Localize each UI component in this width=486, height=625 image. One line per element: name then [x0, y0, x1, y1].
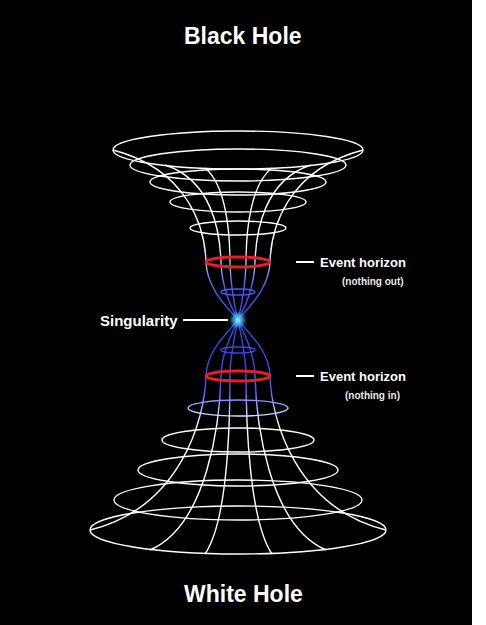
diagram-caption: White Hole	[184, 581, 303, 608]
event-horizon-label: Event horizon	[320, 255, 406, 270]
note-label: (nothing out)	[342, 276, 404, 287]
event-horizon-label: Event horizon	[320, 369, 406, 384]
note-label: (nothing in)	[345, 390, 400, 401]
singularity-label: Singularity	[100, 312, 178, 329]
diagram-title: Black Hole	[184, 23, 302, 50]
